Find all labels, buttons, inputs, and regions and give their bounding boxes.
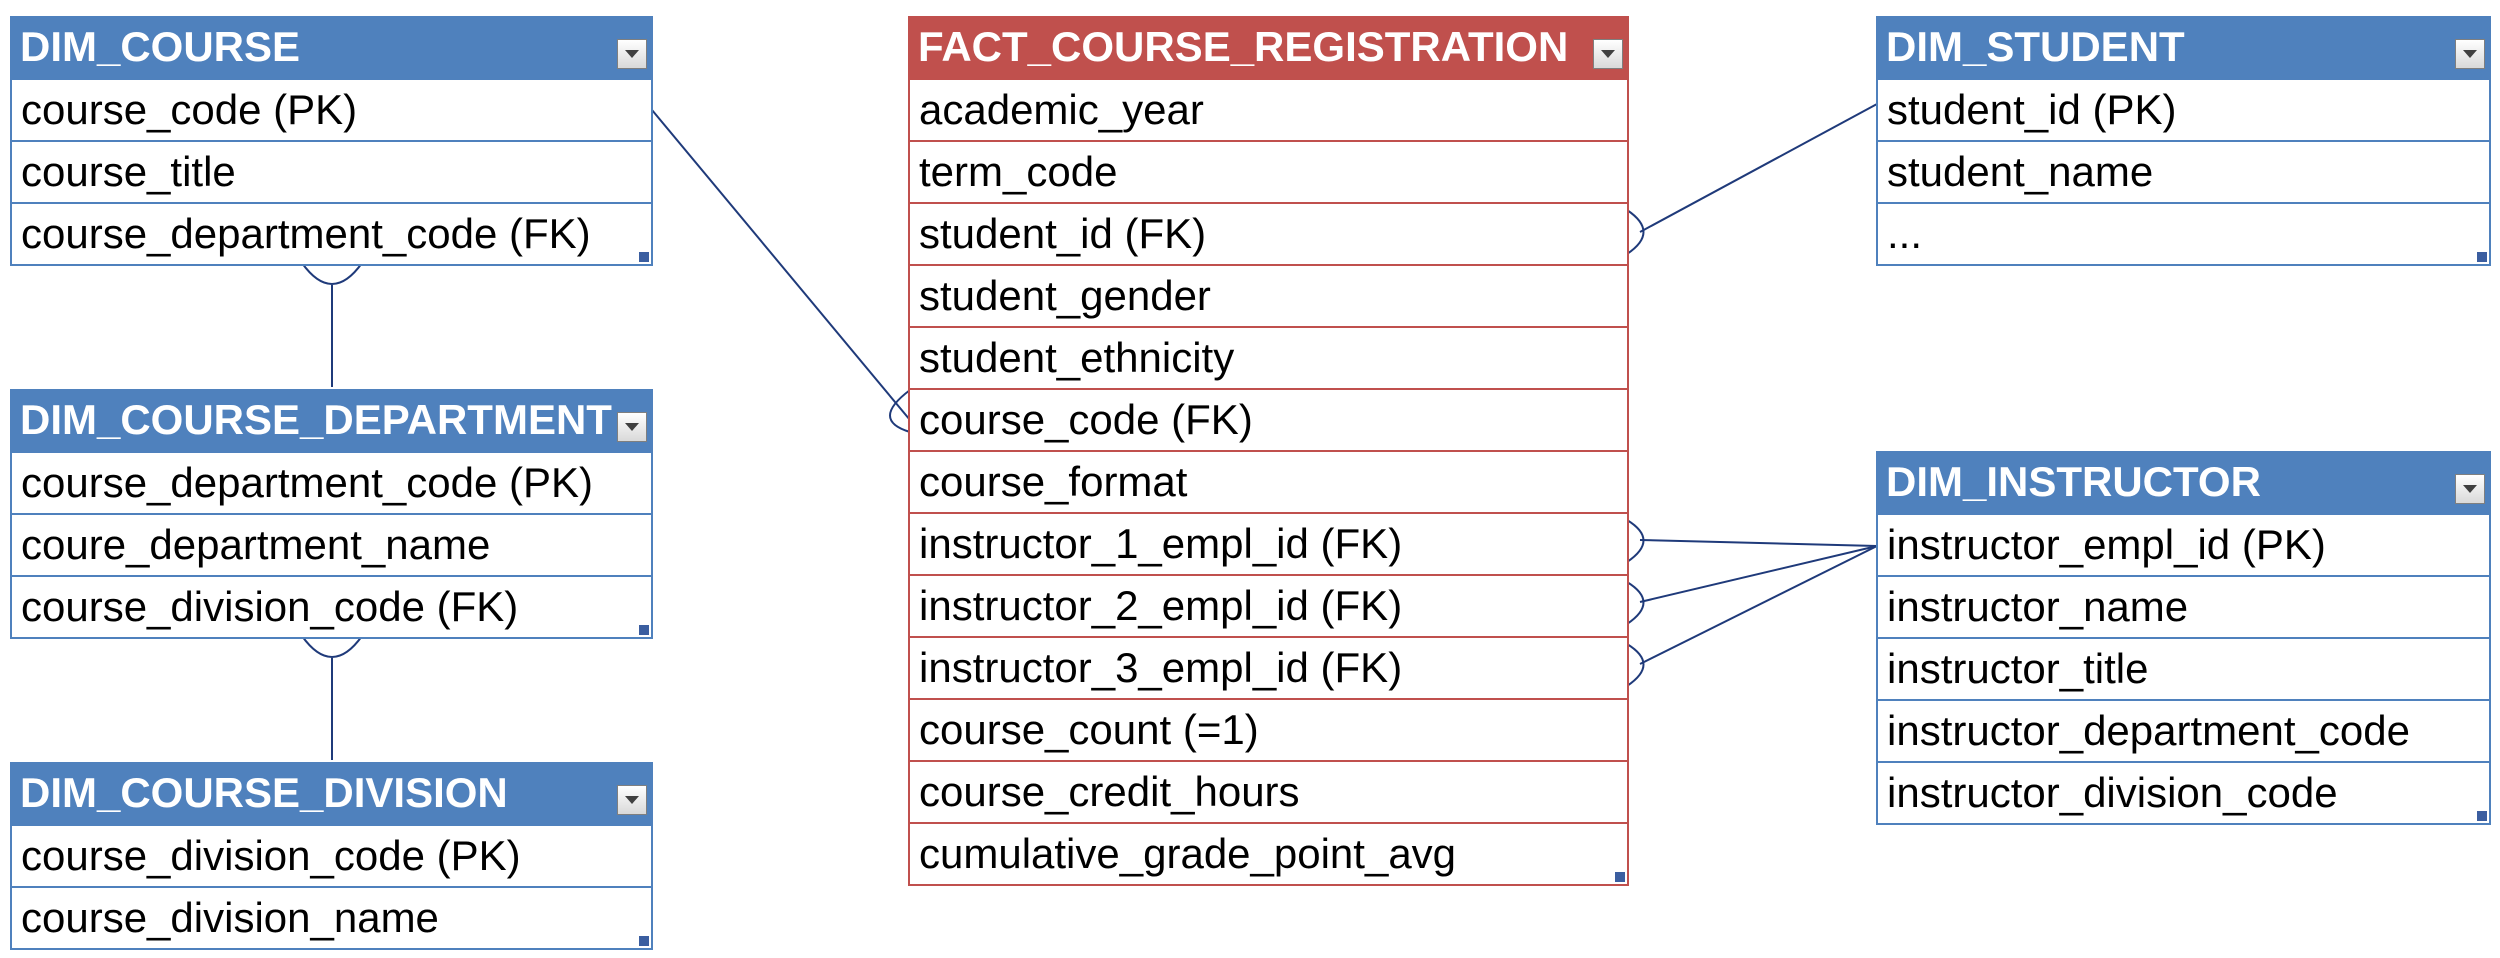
field-row[interactable]: student_id (PK): [1878, 78, 2489, 140]
field-row[interactable]: ...: [1878, 202, 2489, 264]
dropdown-arrow-icon[interactable]: [2455, 474, 2485, 504]
field-row[interactable]: course_credit_hours: [910, 760, 1627, 822]
field-row[interactable]: instructor_name: [1878, 575, 2489, 637]
table-dim-student[interactable]: DIM_STUDENT student_id (PK) student_name…: [1876, 16, 2491, 266]
field-row[interactable]: instructor_department_code: [1878, 699, 2489, 761]
resize-handle-icon[interactable]: [639, 936, 649, 946]
table-header[interactable]: DIM_COURSE: [12, 18, 651, 78]
crowfoot-instructor-1: [1626, 519, 1645, 563]
field-row[interactable]: instructor_division_code: [1878, 761, 2489, 823]
field-row[interactable]: course_department_code (FK): [12, 202, 651, 264]
field-row[interactable]: instructor_2_empl_id (FK): [910, 574, 1627, 636]
dropdown-arrow-icon[interactable]: [1593, 39, 1623, 69]
link-instructor-1: [1639, 539, 1878, 547]
table-title: DIM_COURSE: [20, 23, 301, 70]
crowfoot-instructor-3: [1626, 643, 1645, 687]
field-row[interactable]: instructor_1_empl_id (FK): [910, 512, 1627, 574]
table-fact-course-registration[interactable]: FACT_COURSE_REGISTRATION academic_year t…: [908, 16, 1629, 886]
resize-handle-icon[interactable]: [639, 252, 649, 262]
dropdown-arrow-icon[interactable]: [617, 785, 647, 815]
field-row[interactable]: term_code: [910, 140, 1627, 202]
dropdown-arrow-icon[interactable]: [2455, 39, 2485, 69]
table-dim-course-division[interactable]: DIM_COURSE_DIVISION course_division_code…: [10, 762, 653, 950]
field-row[interactable]: instructor_3_empl_id (FK): [910, 636, 1627, 698]
field-row[interactable]: student_gender: [910, 264, 1627, 326]
crowfoot-course-fact: [889, 389, 911, 433]
table-title: FACT_COURSE_REGISTRATION: [918, 23, 1569, 70]
field-row[interactable]: coure_department_name: [12, 513, 651, 575]
dropdown-arrow-icon[interactable]: [617, 39, 647, 69]
crowfoot-student-fact: [1626, 209, 1645, 255]
table-header[interactable]: DIM_STUDENT: [1878, 18, 2489, 78]
table-dim-instructor[interactable]: DIM_INSTRUCTOR instructor_empl_id (PK) i…: [1876, 451, 2491, 825]
resize-handle-icon[interactable]: [639, 625, 649, 635]
crowfoot-department-division: [301, 635, 363, 658]
table-header[interactable]: FACT_COURSE_REGISTRATION: [910, 18, 1627, 78]
dropdown-arrow-icon[interactable]: [617, 412, 647, 442]
table-dim-course-department[interactable]: DIM_COURSE_DEPARTMENT course_department_…: [10, 389, 653, 639]
resize-handle-icon[interactable]: [1615, 872, 1625, 882]
field-row[interactable]: course_division_code (PK): [12, 824, 651, 886]
resize-handle-icon[interactable]: [2477, 252, 2487, 262]
field-row[interactable]: student_id (FK): [910, 202, 1627, 264]
link-course-fact: [651, 109, 911, 421]
crowfoot-course-department: [301, 262, 363, 285]
field-row[interactable]: instructor_title: [1878, 637, 2489, 699]
field-row[interactable]: instructor_empl_id (PK): [1878, 513, 2489, 575]
field-row[interactable]: course_format: [910, 450, 1627, 512]
field-row[interactable]: course_title: [12, 140, 651, 202]
resize-handle-icon[interactable]: [2477, 811, 2487, 821]
table-dim-course[interactable]: DIM_COURSE course_code (PK) course_title…: [10, 16, 653, 266]
table-header[interactable]: DIM_COURSE_DEPARTMENT: [12, 391, 651, 451]
field-row[interactable]: course_division_code (FK): [12, 575, 651, 637]
link-student-fact: [1639, 103, 1878, 233]
field-row[interactable]: cumulative_grade_point_avg: [910, 822, 1627, 884]
field-row[interactable]: course_division_name: [12, 886, 651, 948]
table-title: DIM_STUDENT: [1886, 23, 2185, 70]
field-row[interactable]: student_name: [1878, 140, 2489, 202]
table-header[interactable]: DIM_INSTRUCTOR: [1878, 453, 2489, 513]
field-row[interactable]: academic_year: [910, 78, 1627, 140]
table-title: DIM_COURSE_DEPARTMENT: [20, 396, 612, 443]
link-instructor-2: [1639, 545, 1878, 603]
field-row[interactable]: course_code (FK): [910, 388, 1627, 450]
link-instructor-3: [1639, 545, 1878, 665]
field-row[interactable]: course_department_code (PK): [12, 451, 651, 513]
table-header[interactable]: DIM_COURSE_DIVISION: [12, 764, 651, 824]
table-title: DIM_INSTRUCTOR: [1886, 458, 2261, 505]
field-row[interactable]: student_ethnicity: [910, 326, 1627, 388]
crowfoot-instructor-2: [1626, 581, 1645, 625]
table-title: DIM_COURSE_DIVISION: [20, 769, 508, 816]
field-row[interactable]: course_code (PK): [12, 78, 651, 140]
field-row[interactable]: course_count (=1): [910, 698, 1627, 760]
